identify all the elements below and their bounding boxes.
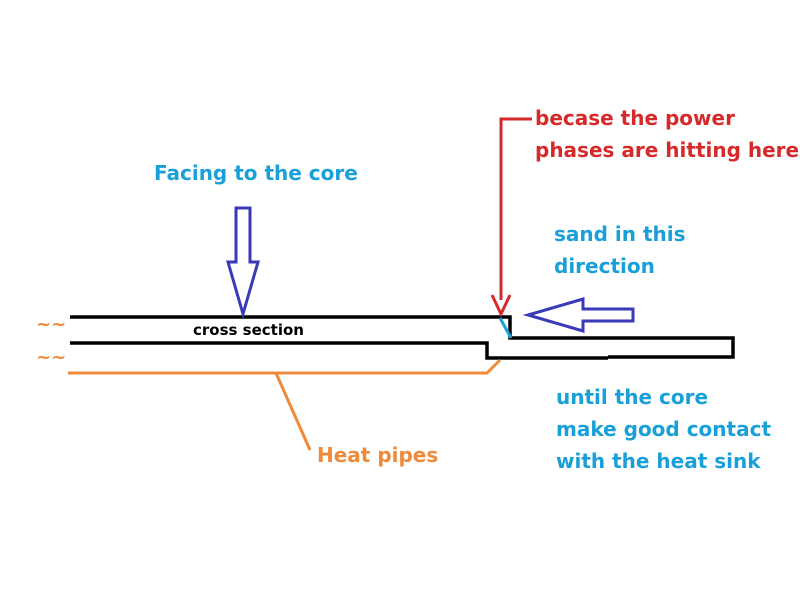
power-phases-label-line-2: phases are hitting here bbox=[535, 138, 800, 162]
facing-down-arrow-icon bbox=[226, 206, 260, 320]
power-phases-label-line-1: becase the power bbox=[535, 106, 735, 130]
sand-direction-label-line-1: sand in this bbox=[554, 222, 686, 246]
cross-section-outline bbox=[70, 315, 735, 360]
core-contact-label-line-1: until the core bbox=[556, 385, 709, 409]
sand-direction-left-arrow-icon bbox=[522, 297, 635, 333]
cross-section-label: cross section bbox=[193, 321, 304, 339]
bottom-surface-line bbox=[70, 341, 608, 360]
heat-pipe-lines bbox=[68, 358, 502, 451]
power-phases-leader bbox=[490, 117, 532, 318]
break-mark-bottom: ~~ bbox=[36, 347, 67, 368]
core-contact-label-line-2: make good contact bbox=[556, 417, 772, 441]
sand-direction-label-line-2: direction bbox=[554, 254, 655, 278]
facing-core-label: Facing to the core bbox=[154, 161, 358, 185]
sanded-edge-mark bbox=[498, 317, 513, 339]
core-contact-label: until the core make good contact with th… bbox=[556, 381, 771, 477]
power-phases-label: becase the power phases are hitting here bbox=[535, 102, 799, 166]
core-contact-label-line-3: with the heat sink bbox=[556, 449, 761, 473]
heat-pipes-label: Heat pipes bbox=[317, 443, 439, 467]
power-phases-leader-line bbox=[499, 117, 532, 300]
sand-direction-label: sand in this direction bbox=[554, 218, 686, 282]
power-phases-arrowhead-icon bbox=[490, 294, 512, 318]
break-mark-top: ~~ bbox=[36, 314, 67, 335]
heat-pipe-leader bbox=[274, 372, 312, 451]
heat-pipe-line bbox=[68, 358, 502, 375]
top-surface-line bbox=[70, 315, 735, 359]
